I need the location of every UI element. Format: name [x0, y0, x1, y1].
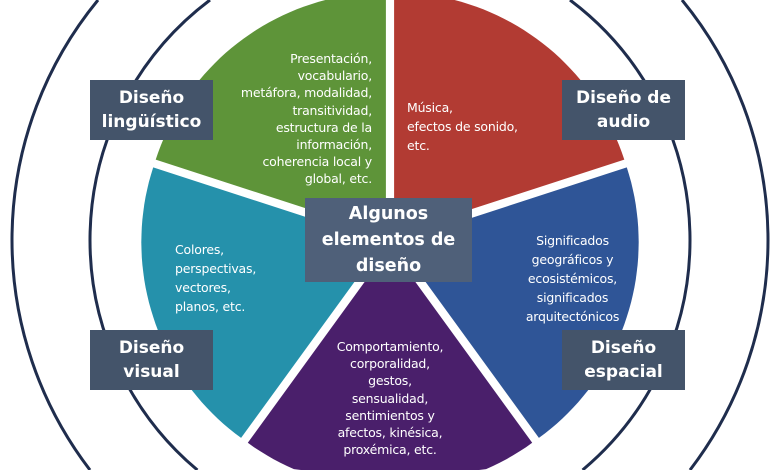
center-title-line: elementos de [321, 230, 456, 250]
spatial-design-label: Diseño espacial [562, 330, 685, 390]
item: Significados [536, 233, 609, 248]
visual-items: Colores, perspectivas, vectores, planos,… [175, 240, 256, 316]
item: sentimientos y [345, 407, 435, 423]
audio-wedge [394, 0, 625, 235]
item: afectos, kinésica, [337, 425, 443, 441]
item: etc. [407, 138, 430, 153]
item: geográficos y [531, 252, 614, 267]
label-line: Diseño de [576, 88, 671, 108]
label-line: Diseño [590, 338, 657, 358]
linguistic-items: Presentación, vocabulario, metáfora, mod… [230, 50, 372, 188]
item: Comportamiento, [336, 339, 444, 354]
item: gestos, [368, 373, 412, 389]
inner-ring-right [569, 0, 692, 470]
gestural-wedge [247, 247, 533, 470]
item: coherencia local y [262, 154, 373, 170]
center-title-line: Algunos [348, 204, 429, 224]
item: ecosistémicos, [527, 271, 618, 286]
item: corporalidad, [350, 356, 430, 372]
item: información, [296, 137, 372, 153]
label-line: visual [123, 362, 180, 382]
gestural-items: Comportamiento, corporalidad, gestos, se… [310, 338, 470, 458]
center-title-box: Algunos elementos de diseño [305, 198, 472, 282]
item: transitividad, [292, 102, 372, 118]
item: global, etc. [304, 171, 372, 187]
outer-ring-left [10, 0, 100, 470]
audio-design-label: Diseño de audio [562, 80, 685, 140]
item: planos, etc. [175, 299, 246, 314]
item: vocabulario, [297, 68, 373, 84]
item: Presentación, [290, 51, 372, 66]
label-line: Diseño [118, 88, 185, 108]
item: arquitectónicos [525, 309, 620, 324]
item: Música, [407, 100, 453, 115]
item: vectores, [175, 280, 231, 295]
item: efectos de sonido, [407, 119, 518, 134]
inner-ring-left [88, 0, 211, 470]
linguistic-design-label: Diseño lingüístico [90, 80, 213, 140]
label-line: audio [596, 112, 651, 132]
item: proxémica, etc. [343, 442, 437, 458]
label-line: lingüístico [101, 112, 202, 132]
item: estructura de la [275, 119, 372, 135]
outer-ring-right [680, 0, 770, 470]
visual-design-label: Diseño visual [90, 330, 213, 390]
audio-items: Música, efectos de sonido, etc. [407, 98, 518, 155]
label-line: Diseño [118, 338, 185, 358]
center-title-line: diseño [355, 256, 422, 276]
label-line: espacial [584, 362, 663, 382]
item: significados [536, 290, 609, 305]
item: sensualidad, [351, 390, 429, 406]
item: perspectivas, [175, 261, 257, 276]
item: metáfora, modalidad, [240, 85, 372, 101]
item: Colores, [175, 242, 224, 257]
linguistic-wedge [155, 0, 386, 235]
spatial-items: Significados geográficos y ecosistémicos… [500, 231, 645, 326]
